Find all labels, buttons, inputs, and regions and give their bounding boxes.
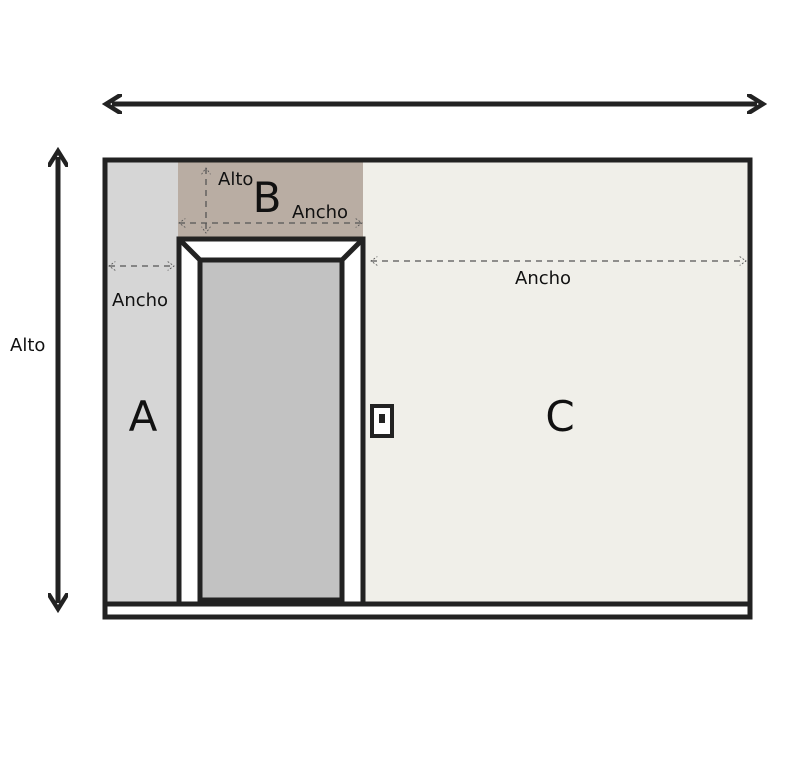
door bbox=[197, 257, 345, 603]
wall-outline bbox=[102, 157, 753, 620]
section-b-label: B bbox=[253, 173, 282, 222]
switch-toggle bbox=[379, 414, 385, 423]
a-width-label: Ancho bbox=[112, 290, 168, 311]
b-width-label: Ancho bbox=[292, 202, 348, 223]
section-c bbox=[363, 162, 748, 604]
section-a-label: A bbox=[129, 392, 158, 441]
b-height-label: Alto bbox=[218, 169, 253, 190]
frame-corner bbox=[340, 239, 363, 262]
wall-height-label: Alto bbox=[10, 335, 45, 356]
section-a bbox=[107, 162, 178, 604]
c-width-label: Ancho bbox=[515, 268, 571, 289]
frame-corner bbox=[179, 239, 202, 262]
section-c-label: C bbox=[545, 392, 574, 441]
